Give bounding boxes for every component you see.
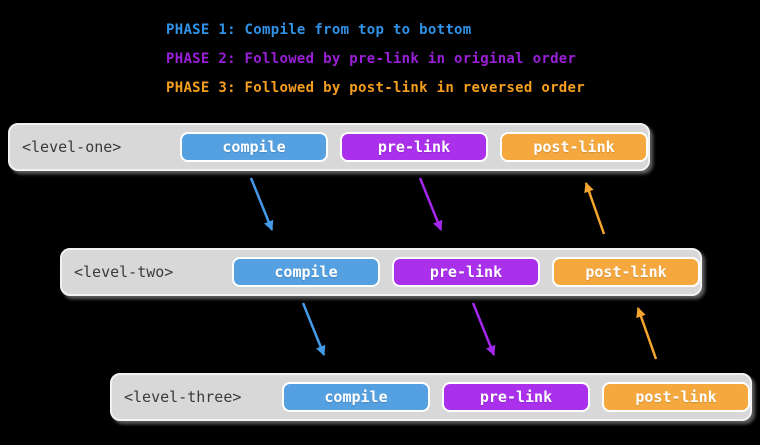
phase-legend: PHASE 1: Compile from top to bottom PHAS… [166,16,585,103]
level-one-compile-button: compile [180,132,328,162]
compile-arrow-two-to-three [301,302,326,356]
prelink-arrow-two-to-three [471,302,496,356]
level-two-row: <level-two> compile pre-link post-link [60,248,702,296]
level-two-compile-button: compile [232,257,380,287]
phase-3-text: PHASE 3: Followed by post-link in revers… [166,80,585,96]
level-three-prelink-button: pre-link [442,382,590,412]
level-one-row: <level-one> compile pre-link post-link [8,123,650,171]
postlink-arrow-three-to-two [636,307,658,360]
level-two-prelink-button: pre-link [392,257,540,287]
level-one-tag: <level-one> [22,138,122,156]
phase-1-text: PHASE 1: Compile from top to bottom [166,22,472,38]
level-one-postlink-button: post-link [500,132,648,162]
level-three-row: <level-three> compile pre-link post-link [110,373,752,421]
prelink-arrow-one-to-two [418,177,443,231]
postlink-arrow-two-to-one [584,182,606,235]
level-three-compile-button: compile [282,382,430,412]
compile-arrow-one-to-two [249,177,274,231]
phase-2-text: PHASE 2: Followed by pre-link in origina… [166,51,577,67]
level-one-prelink-button: pre-link [340,132,488,162]
level-two-tag: <level-two> [74,263,174,281]
level-three-postlink-button: post-link [602,382,750,412]
level-three-tag: <level-three> [124,388,242,406]
level-two-postlink-button: post-link [552,257,700,287]
